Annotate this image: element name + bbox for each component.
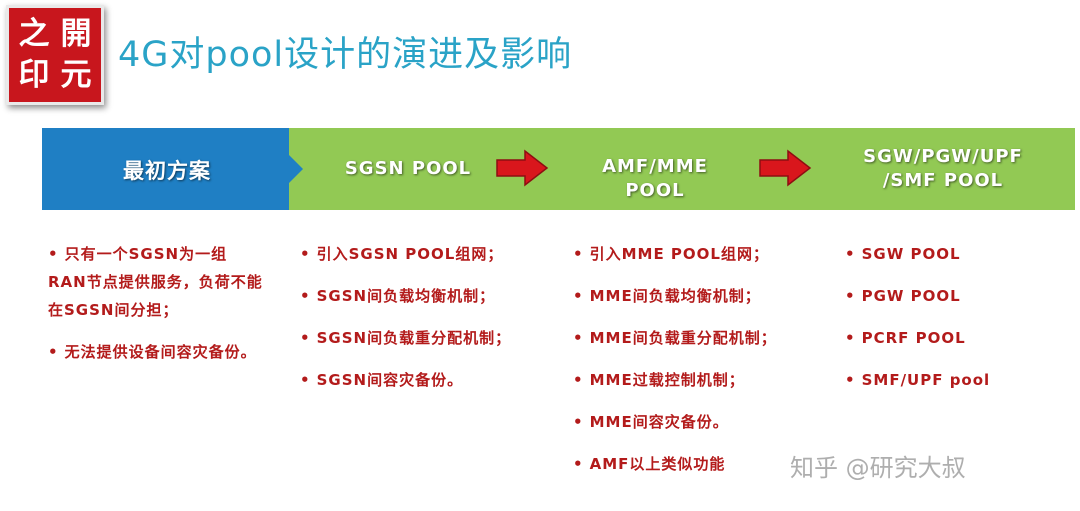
logo-char: 印 [18, 57, 50, 93]
list-item: •MME间负载均衡机制； [573, 287, 761, 305]
logo-char: 開 [60, 16, 92, 52]
list-item: •SGSN间负载重分配机制； [300, 329, 512, 347]
column-sgw-pgw-upf-smf-pool: •SGW POOL •PGW POOL •PCRF POOL •SMF/UPF … [845, 240, 1070, 408]
list-item: •SMF/UPF pool [845, 371, 991, 389]
right-arrow-icon [496, 149, 549, 187]
column-initial: •只有一个SGSN为一组RAN节点提供服务，负荷不能在SGSN间分担； •无法提… [48, 240, 263, 380]
logo-char: 之 [18, 16, 50, 52]
column-amf-mme-pool: •引入MME POOL组网； •MME间负载均衡机制； •MME间负载重分配机制… [573, 240, 848, 478]
header-band-first [42, 128, 289, 210]
list-item: •无法提供设备间容灾备份。 [48, 343, 257, 361]
list-item: •PGW POOL [845, 287, 961, 305]
column-sgsn-pool: •引入SGSN POOL组网； •SGSN间负载均衡机制； •SGSN间负载重分… [300, 240, 535, 408]
right-arrow-icon [759, 149, 812, 187]
list-item: •引入MME POOL组网； [573, 245, 769, 263]
slide-title: 4G对pool设计的演进及影响 [118, 35, 573, 75]
list-item: •MME间负载重分配机制； [573, 329, 777, 347]
list-item: •PCRF POOL [845, 329, 966, 347]
header-band-tip [289, 155, 303, 183]
list-item: •SGSN间负载均衡机制； [300, 287, 496, 305]
list-item: •引入SGSN POOL组网； [300, 245, 504, 263]
header-sgw-pgw-upf-smf-pool: SGW/PGW/UPF /SMF POOL [863, 146, 1023, 192]
logo-char: 元 [60, 57, 92, 93]
list-item: •MME过载控制机制； [573, 371, 745, 389]
watermark: 知乎 @研究大叔 [790, 454, 966, 482]
header-sgsn-pool: SGSN POOL [344, 158, 472, 179]
header-initial: 最初方案 [123, 159, 211, 183]
list-item: •SGSN间容灾备份。 [300, 371, 464, 389]
list-item: •AMF以上类似功能 [573, 455, 726, 473]
list-item: •SGW POOL [845, 245, 961, 263]
header-amf-mme-pool: AMF/MME POOL [602, 156, 708, 202]
list-item: •MME间容灾备份。 [573, 413, 729, 431]
list-item: •只有一个SGSN为一组RAN节点提供服务，负荷不能在SGSN间分担； [48, 245, 263, 319]
logo-seal: 之 開 印 元 [6, 5, 104, 105]
